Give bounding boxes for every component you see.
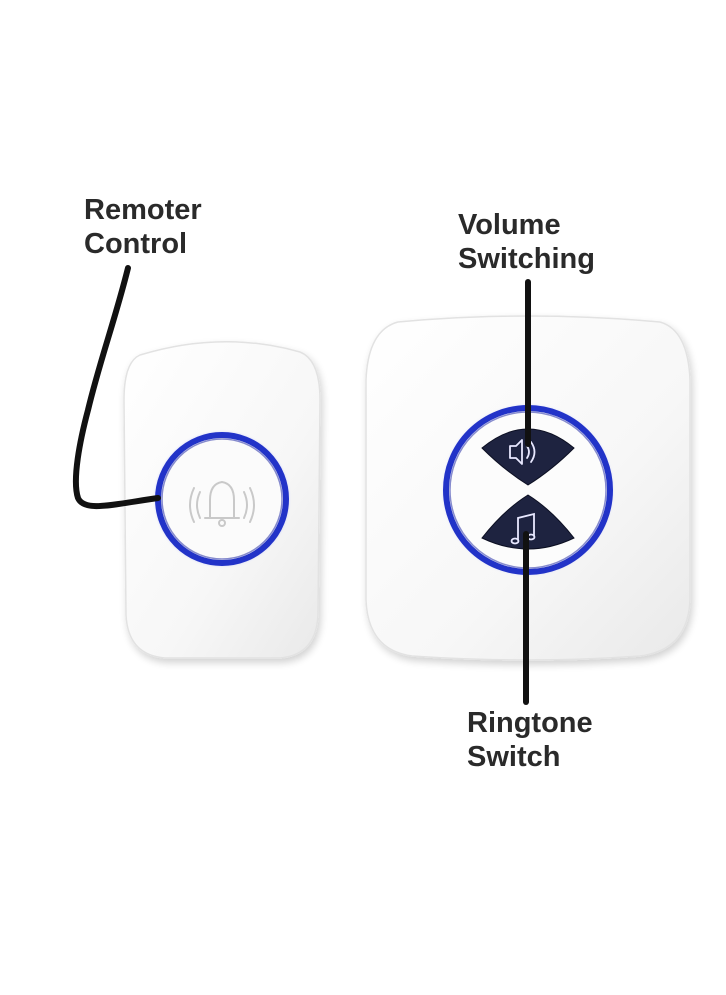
volume-switching-label: Volume Switching — [458, 208, 595, 276]
remote-call-button[interactable] — [152, 429, 292, 569]
volume-switching-label-line2: Switching — [458, 243, 595, 275]
ringtone-button[interactable] — [481, 494, 575, 550]
remote-control-label: Remoter Control — [84, 193, 202, 261]
remote-control-label-line2: Control — [84, 228, 188, 260]
ringtone-switch-label-line1: Ringtone — [467, 707, 593, 739]
remote-control-label-line1: Remoter — [84, 194, 202, 226]
speaker-icon — [509, 439, 536, 465]
bell-icon — [189, 480, 255, 527]
ringtone-switch-label-line2: Switch — [467, 741, 561, 773]
ringtone-switch-label: Ringtone Switch — [467, 706, 593, 774]
remote-leader-line — [72, 265, 161, 510]
volume-switching-label-line1: Volume — [458, 209, 561, 241]
